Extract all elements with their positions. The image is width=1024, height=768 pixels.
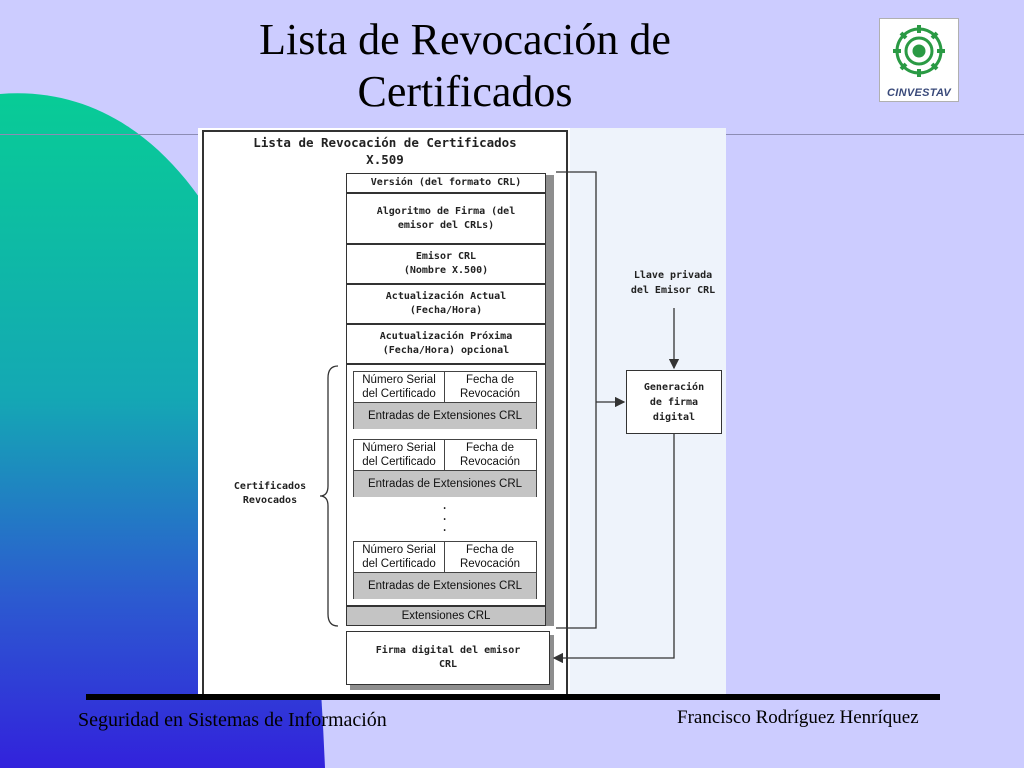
entry-extensions-cell: Entradas de Extensiones CRL bbox=[354, 470, 536, 497]
signature-shadow-right bbox=[550, 635, 554, 690]
signature-shadow bbox=[350, 685, 554, 690]
crl-field-this-update: Actualización Actual (Fecha/Hora) bbox=[346, 284, 546, 324]
issuer-signature-box: Firma digital del emisor CRL bbox=[346, 631, 550, 685]
revocation-date-cell: Fecha de Revocación bbox=[459, 374, 521, 400]
revoked-entry: Número Serial del Certificado Fecha de R… bbox=[353, 371, 537, 429]
revoked-entry: Número Serial del Certificado Fecha de R… bbox=[353, 439, 537, 497]
entry-extensions-cell: Entradas de Extensiones CRL bbox=[354, 572, 536, 599]
diagram-title-line2: X.509 bbox=[366, 152, 404, 167]
stack-shadow-right bbox=[546, 175, 554, 626]
revoked-certificates-label: Certificados Revocados bbox=[233, 481, 307, 506]
signature-return-arrow bbox=[552, 434, 675, 664]
crl-field-issuer: Emisor CRL (Nombre X.500) bbox=[346, 244, 546, 284]
cinvestav-logo: CINVESTAV bbox=[879, 18, 959, 102]
cinvestav-emblem-icon bbox=[893, 25, 945, 77]
ellipsis: . . . bbox=[441, 498, 449, 534]
crl-diagram: Lista de Revocación de Certificados X.50… bbox=[198, 128, 726, 700]
crl-extensions: Extensiones CRL bbox=[346, 606, 546, 626]
revocation-date-cell: Fecha de Revocación bbox=[459, 442, 521, 468]
slide-title: Lista de Revocación de Certificados bbox=[259, 15, 671, 116]
private-key-label: Llave privada del Emisor CRL bbox=[630, 270, 716, 296]
diagram-connectors bbox=[319, 171, 680, 664]
footer-author: Francisco Rodríguez Henríquez bbox=[677, 707, 919, 728]
entry-extensions-cell: Entradas de Extensiones CRL bbox=[354, 402, 536, 429]
footer-course-title: Seguridad en Sistemas de Información bbox=[78, 709, 387, 731]
revoked-brace bbox=[319, 365, 339, 627]
footer-bar bbox=[86, 694, 940, 700]
revoked-entry: Número Serial del Certificado Fecha de R… bbox=[353, 541, 537, 599]
diagram-title: Lista de Revocación de Certificados X.50… bbox=[204, 134, 566, 168]
serial-number-cell: Número Serial del Certificado bbox=[354, 372, 445, 402]
crl-field-version: Versión (del formato CRL) bbox=[346, 173, 546, 193]
signature-generation-box: Generación de firma digital bbox=[626, 370, 722, 434]
serial-number-cell: Número Serial del Certificado bbox=[354, 542, 445, 572]
serial-number-cell: Número Serial del Certificado bbox=[354, 440, 445, 470]
crl-field-signature-algorithm: Algoritmo de Firma (del emisor del CRLs) bbox=[346, 193, 546, 244]
revocation-date-cell: Fecha de Revocación bbox=[459, 544, 521, 570]
data-bracket bbox=[556, 171, 597, 629]
crl-field-next-update: Acutualización Próxima (Fecha/Hora) opci… bbox=[346, 324, 546, 364]
diagram-title-line1: Lista de Revocación de Certificados bbox=[253, 135, 517, 150]
logo-text: CINVESTAV bbox=[886, 87, 952, 99]
